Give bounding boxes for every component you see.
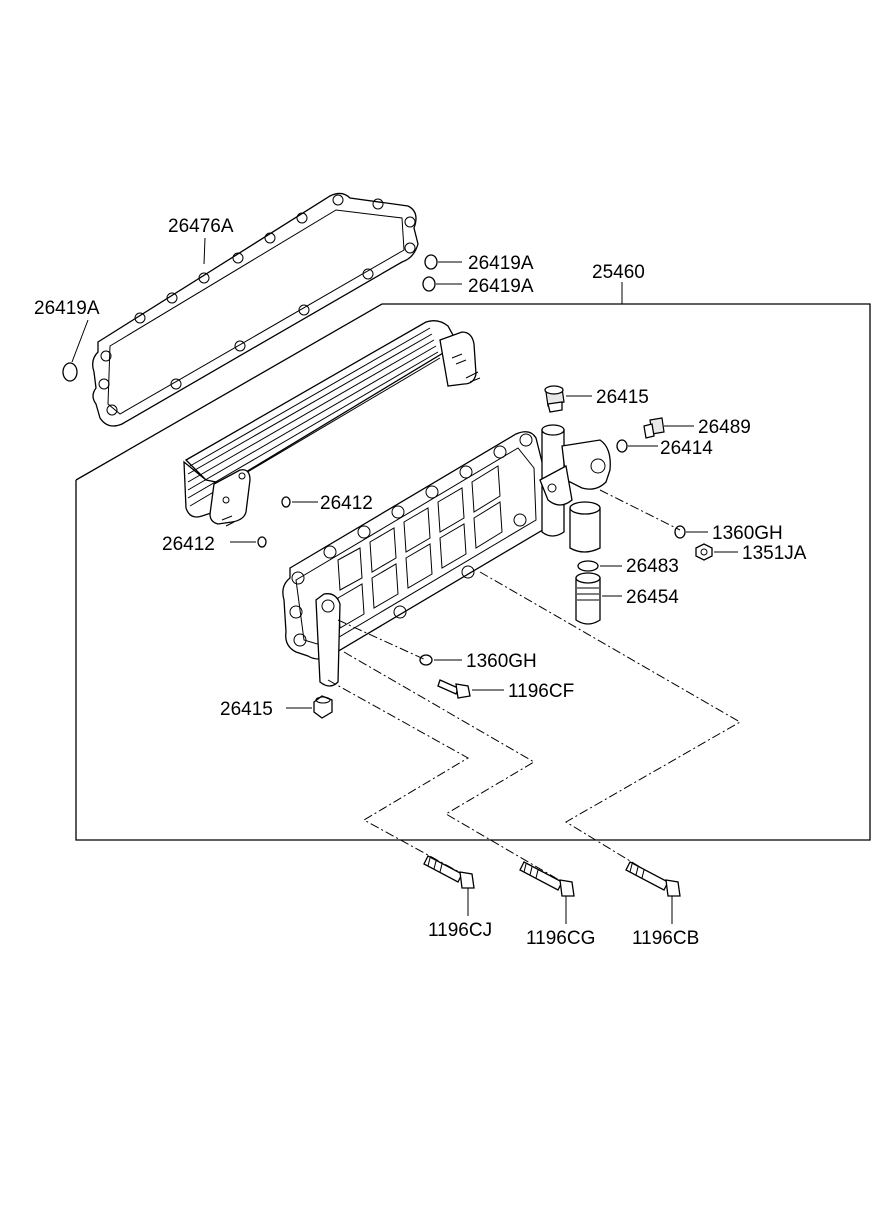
label-1196CF: 1196CF [508,681,574,702]
o-ring-left[interactable] [62,362,78,382]
plug-26415-bottom[interactable] [313,695,333,719]
label-26483: 26483 [626,556,679,577]
label-26414: 26414 [660,438,713,459]
label-26419A-left: 26419A [34,298,100,319]
bolt-1196CJ[interactable] [423,855,475,889]
label-26415-top: 26415 [596,387,649,408]
bolt-1196CB[interactable] [625,861,681,897]
label-1196CG: 1196CG [526,928,595,949]
label-26476A: 26476A [168,216,234,237]
bolt-1196CF[interactable] [437,679,471,699]
bolt-1196CG[interactable] [519,861,575,897]
plug-26415-top[interactable] [544,385,565,413]
fitting-26489[interactable] [643,417,665,439]
o-ring-top-2[interactable] [422,276,436,292]
assembly-leader-lines [327,489,742,885]
label-26489: 26489 [698,417,751,438]
o-ring-26412-lower[interactable] [257,536,267,548]
label-26419A-top-2: 26419A [468,276,534,297]
label-1351JA: 1351JA [742,543,807,564]
label-1360GH-right: 1360GH [712,523,783,544]
label-1360GH-mid: 1360GH [466,651,537,672]
o-ring-26414[interactable] [616,439,628,453]
washer-1360GH-mid[interactable] [419,654,433,666]
label-26415-bottom: 26415 [220,699,273,720]
label-26412-upper: 26412 [320,493,373,514]
nut-1351JA[interactable] [695,543,713,561]
o-ring-top-1[interactable] [424,254,438,270]
gasket-part[interactable] [92,192,419,427]
label-26419A-top-1: 26419A [468,253,534,274]
label-25460: 25460 [592,262,645,283]
label-1196CJ: 1196CJ [428,920,492,941]
label-26454: 26454 [626,587,679,608]
o-ring-26483[interactable] [577,560,599,572]
o-ring-26412-upper[interactable] [281,496,291,508]
pipe-26454[interactable] [575,572,601,625]
assembly-frame [75,282,871,841]
label-26412-lower: 26412 [162,534,215,555]
label-1196CB: 1196CB [632,928,699,949]
oil-cooler-housing[interactable] [282,424,611,687]
oil-cooler-core[interactable] [183,320,481,527]
